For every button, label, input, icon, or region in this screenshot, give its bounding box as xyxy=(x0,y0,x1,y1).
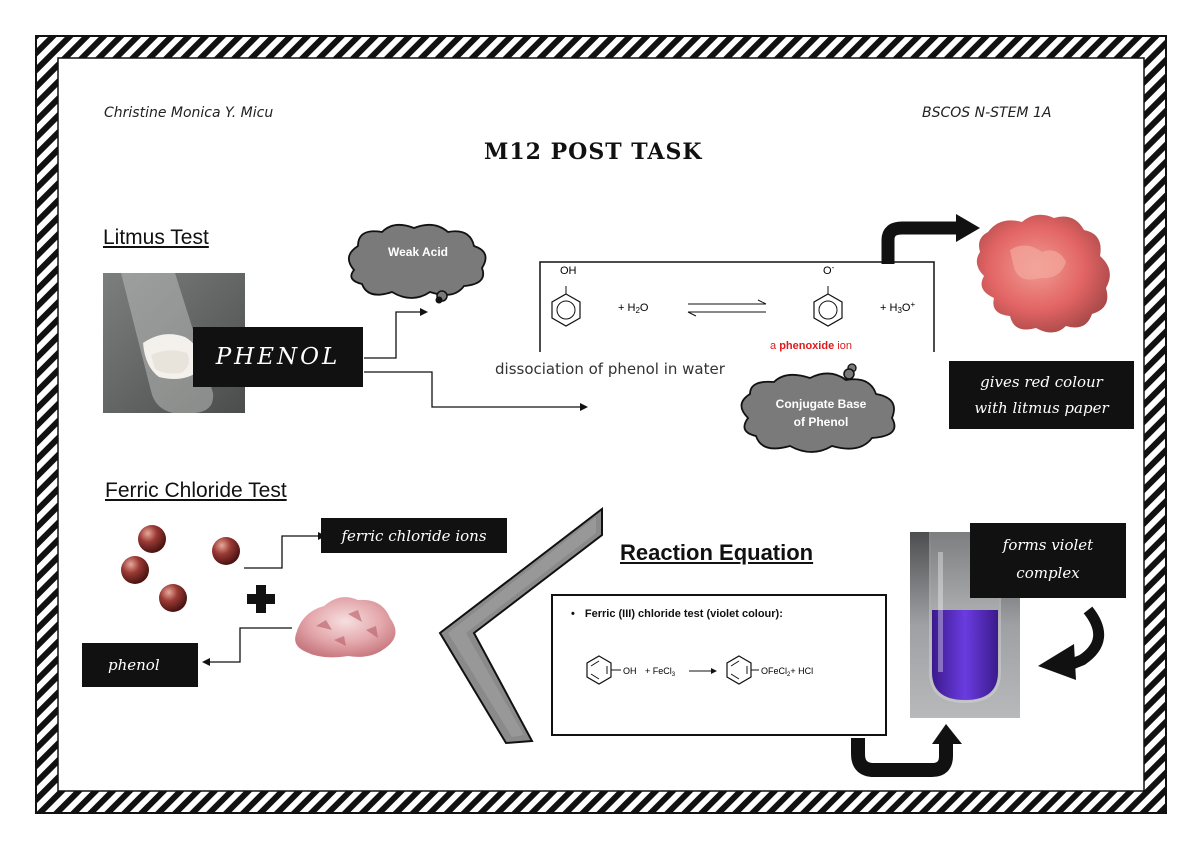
ferric-chloride-heading: Ferric Chloride Test xyxy=(105,479,287,502)
phenol-label-text: PHENOL xyxy=(215,344,341,370)
phenoxide-o: O- xyxy=(823,263,835,277)
plus-icon xyxy=(247,585,275,613)
arrow-to-litmus xyxy=(881,214,980,264)
reaction-bullet: •Ferric (III) chloride test (violet colo… xyxy=(571,608,783,620)
bottom-u-arrow xyxy=(851,724,962,777)
curved-arrow-icon xyxy=(1038,606,1105,680)
weak-acid-text: Weak Acid xyxy=(387,245,449,259)
red-litmus-paper xyxy=(976,214,1110,333)
phenol-oh: OH xyxy=(560,265,577,277)
fecl-reagent: + FeCl3 xyxy=(645,666,676,678)
conjugate-base-line2: of Phenol xyxy=(793,415,849,429)
violet-result-box: forms violet complex xyxy=(970,523,1126,598)
violet-result-line1: forms violet xyxy=(1002,536,1094,554)
reaction-equation-heading: Reaction Equation xyxy=(620,540,814,565)
class-section: BSCOS N-STEM 1A xyxy=(922,105,1052,121)
dissociation-equation-box: OH + H2O O- + H3O+ a phenoxide ion xyxy=(539,261,935,352)
chevron-shape xyxy=(438,506,603,745)
phenoxide-ion-label: a phenoxide ion xyxy=(770,340,852,352)
h3o-product: + H3O+ xyxy=(880,300,915,315)
phenol-label: PHENOL xyxy=(193,327,363,387)
ferric-reaction-diagram: OH + FeCl3 OFeCl2+ HCl xyxy=(586,655,813,685)
conjugate-base-cloud xyxy=(740,363,896,453)
phenol-crystals-photo xyxy=(295,597,396,658)
author-name: Christine Monica Y. Micu xyxy=(104,105,274,121)
litmus-result-line2: with litmus paper xyxy=(974,399,1109,417)
ferric-ions-label: ferric chloride ions xyxy=(321,518,507,553)
reaction-bullet-text: Ferric (III) chloride test (violet colou… xyxy=(584,608,783,620)
conjugate-base-line1: Conjugate Base xyxy=(775,397,867,411)
ions-connector xyxy=(244,532,326,569)
ferric-chloride-spheres xyxy=(121,525,240,612)
phenol-sample-label: phenol xyxy=(82,643,198,687)
litmus-result-line1: gives red colour xyxy=(980,373,1103,391)
violet-result-line2: complex xyxy=(1016,564,1080,582)
h2o-reactant: + H2O xyxy=(618,302,649,315)
litmus-result-box: gives red colour with litmus paper xyxy=(949,361,1134,429)
phenol-connector xyxy=(202,627,292,666)
fecl-oh: OH xyxy=(623,666,637,676)
phenol-connector-arrows xyxy=(364,308,588,411)
dissociation-caption: dissociation of phenol in water xyxy=(495,360,725,378)
reaction-equation-box: •Ferric (III) chloride test (violet colo… xyxy=(551,594,887,736)
weak-acid-cloud xyxy=(348,223,487,304)
fecl-product: OFeCl2+ HCl xyxy=(761,666,813,678)
page-title: M12 POST TASK xyxy=(484,139,703,165)
litmus-test-heading: Litmus Test xyxy=(103,226,209,249)
conjugate-base-text: Conjugate Base of Phenol xyxy=(766,395,876,431)
